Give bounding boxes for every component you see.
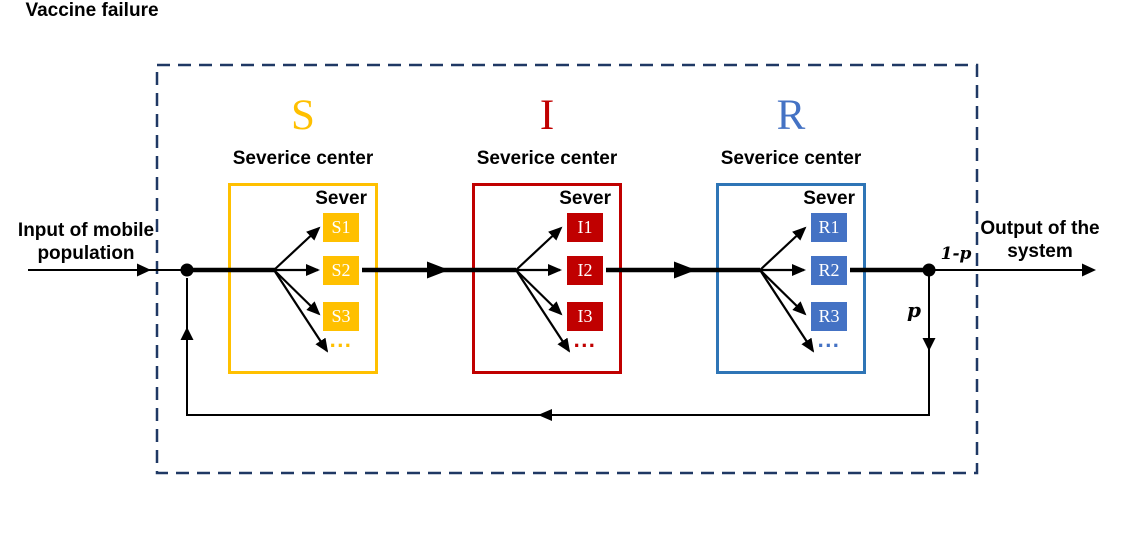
server-title-i: Sever (559, 188, 611, 209)
p-label: p (907, 298, 921, 322)
feedback-left-arrowhead-icon (538, 409, 552, 421)
server-ellipsis-s: ... (329, 327, 353, 352)
service-center-box-i: Sever I1 I2 I3 ... (472, 183, 622, 374)
server-chip-s1: S1 (323, 213, 359, 242)
server-ellipsis-r: ... (817, 327, 841, 352)
input-label: Input of mobile population (8, 219, 164, 265)
server-title-r: Sever (803, 188, 855, 209)
vaccine-failure-label: Vaccine failure (25, 0, 159, 21)
input-arrowhead-icon (137, 263, 151, 277)
i-to-r-arrowhead-icon (674, 261, 696, 279)
server-ellipsis-i: ... (573, 327, 597, 352)
s-to-i-arrowhead-icon (427, 261, 449, 279)
output-label: Output of the system (962, 217, 1118, 263)
center-subtitle-r: Severice center (720, 148, 862, 169)
left-junction-dot (180, 263, 194, 277)
feedback-up-arrowhead-icon (180, 327, 194, 340)
input-label-line1: Input of mobile (17, 220, 155, 241)
input-label-line2: population (37, 243, 135, 264)
server-chip-i2: I2 (567, 256, 603, 285)
output-label-line1: Output of the (980, 218, 1100, 239)
service-center-box-r: Sever R1 R2 R3 ... (716, 183, 866, 374)
server-chip-r2: R2 (811, 256, 847, 285)
center-letter-i: I (539, 92, 555, 139)
output-label-line2: system (1007, 241, 1073, 262)
output-arrowhead-icon (1082, 263, 1096, 277)
center-subtitle-s: Severice center (232, 148, 374, 169)
center-subtitle-i: Severice center (476, 148, 618, 169)
server-title-s: Sever (315, 188, 367, 209)
server-chip-s2: S2 (323, 256, 359, 285)
one-minus-p-label: 1-p (940, 244, 972, 264)
server-chip-i1: I1 (567, 213, 603, 242)
right-junction-dot (922, 263, 936, 277)
server-chip-r1: R1 (811, 213, 847, 242)
service-center-box-s: Sever S1 S2 S3 ... (228, 183, 378, 374)
center-letter-r: R (776, 92, 806, 139)
p-branch-down-arrowhead-icon (922, 338, 936, 351)
center-letter-s: S (291, 92, 315, 139)
